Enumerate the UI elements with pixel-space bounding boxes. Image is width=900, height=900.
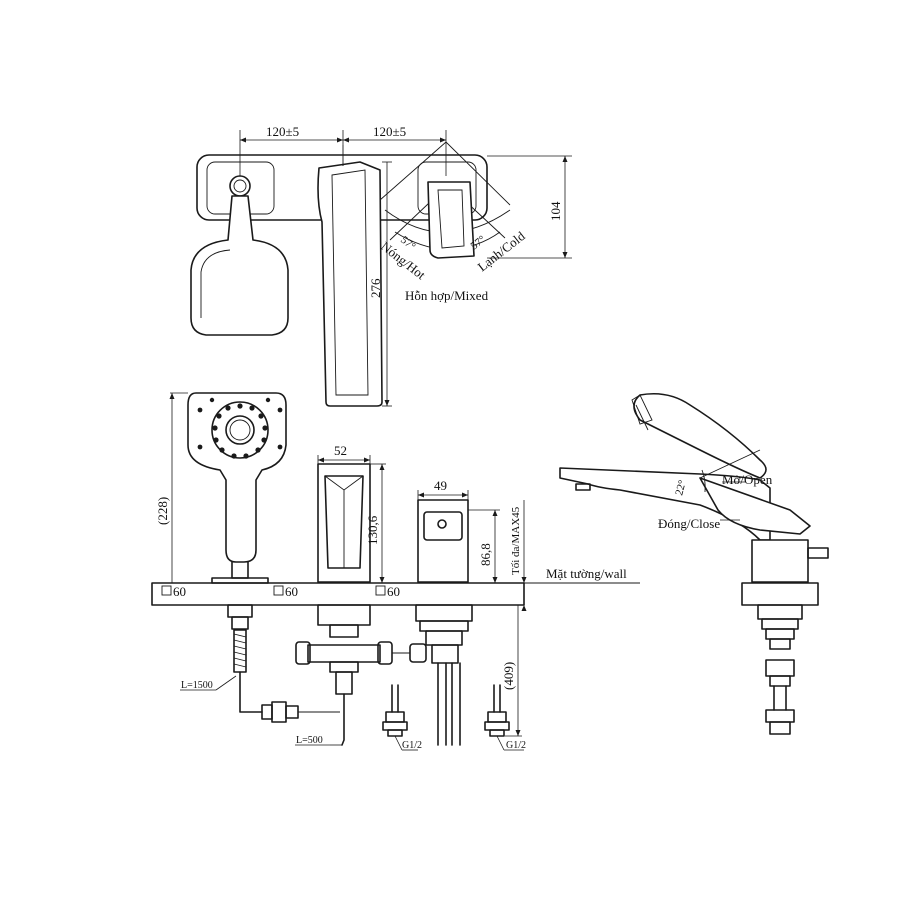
top-shower-holder <box>229 175 251 197</box>
shower-nozzles <box>197 397 283 459</box>
thread-g12-left: G1/2 <box>402 740 422 751</box>
thread-g12-right: G1/2 <box>506 740 526 751</box>
dim-spacing-left: 120±5 <box>266 124 299 139</box>
side-body <box>751 539 809 583</box>
shower-face <box>211 401 269 459</box>
deck-plate <box>151 582 525 606</box>
side-view: 22° Mở/Open Đóng/Close <box>559 392 829 735</box>
label-wall: Mặt tường/wall <box>546 566 627 581</box>
top-view: 120±5 120±5 104 276 57° 57° Nóng/Hot Lạn… <box>190 124 572 407</box>
label-open: Mở/Open <box>722 472 773 487</box>
top-handle <box>427 181 475 259</box>
side-handshower <box>633 392 767 479</box>
dim-base-60-b: 60 <box>285 584 298 599</box>
front-handle <box>417 499 469 583</box>
dim-height-104: 104 <box>548 201 563 221</box>
connector-left: G1/2 <box>382 684 422 751</box>
hose-length-500: L=500 <box>296 735 323 746</box>
diverter-valve: L=500 <box>295 604 427 746</box>
dim-handle-86: 86,8 <box>478 543 493 566</box>
front-handshower <box>187 392 287 584</box>
dim-handle-49: 49 <box>434 478 447 493</box>
dim-spout-276: 276 <box>368 278 383 298</box>
dim-max-45: Tối đa/MAX45 <box>510 506 522 575</box>
dim-base-60-a: 60 <box>173 584 186 599</box>
connector-right: G1/2 <box>484 684 526 751</box>
top-handle-rotation <box>379 141 511 259</box>
angle-open: 22° <box>673 479 689 497</box>
side-deck-plate <box>741 582 819 606</box>
dim-spacing-right: 120±5 <box>373 124 406 139</box>
shower-hose-assembly: L=1500 <box>180 604 340 723</box>
mixer-valve-body <box>415 604 473 746</box>
side-lever <box>699 477 811 535</box>
dim-spout-52: 52 <box>334 443 347 458</box>
front-view: (228) 52 130,6 49 86,8 Tối đa/MAX45 Mặt … <box>151 392 640 751</box>
hose-length-1500: L=1500 <box>181 680 213 691</box>
label-close: Đóng/Close <box>658 516 720 531</box>
top-handshower <box>190 195 289 336</box>
dim-base-60-c: 60 <box>387 584 400 599</box>
dim-spout-130: 130,6 <box>365 515 380 545</box>
label-mixed: Hỗn hợp/Mixed <box>405 288 489 303</box>
dim-pipe-409: (409) <box>501 662 516 690</box>
dim-shower-228: (228) <box>155 497 170 525</box>
front-spout <box>317 463 371 583</box>
